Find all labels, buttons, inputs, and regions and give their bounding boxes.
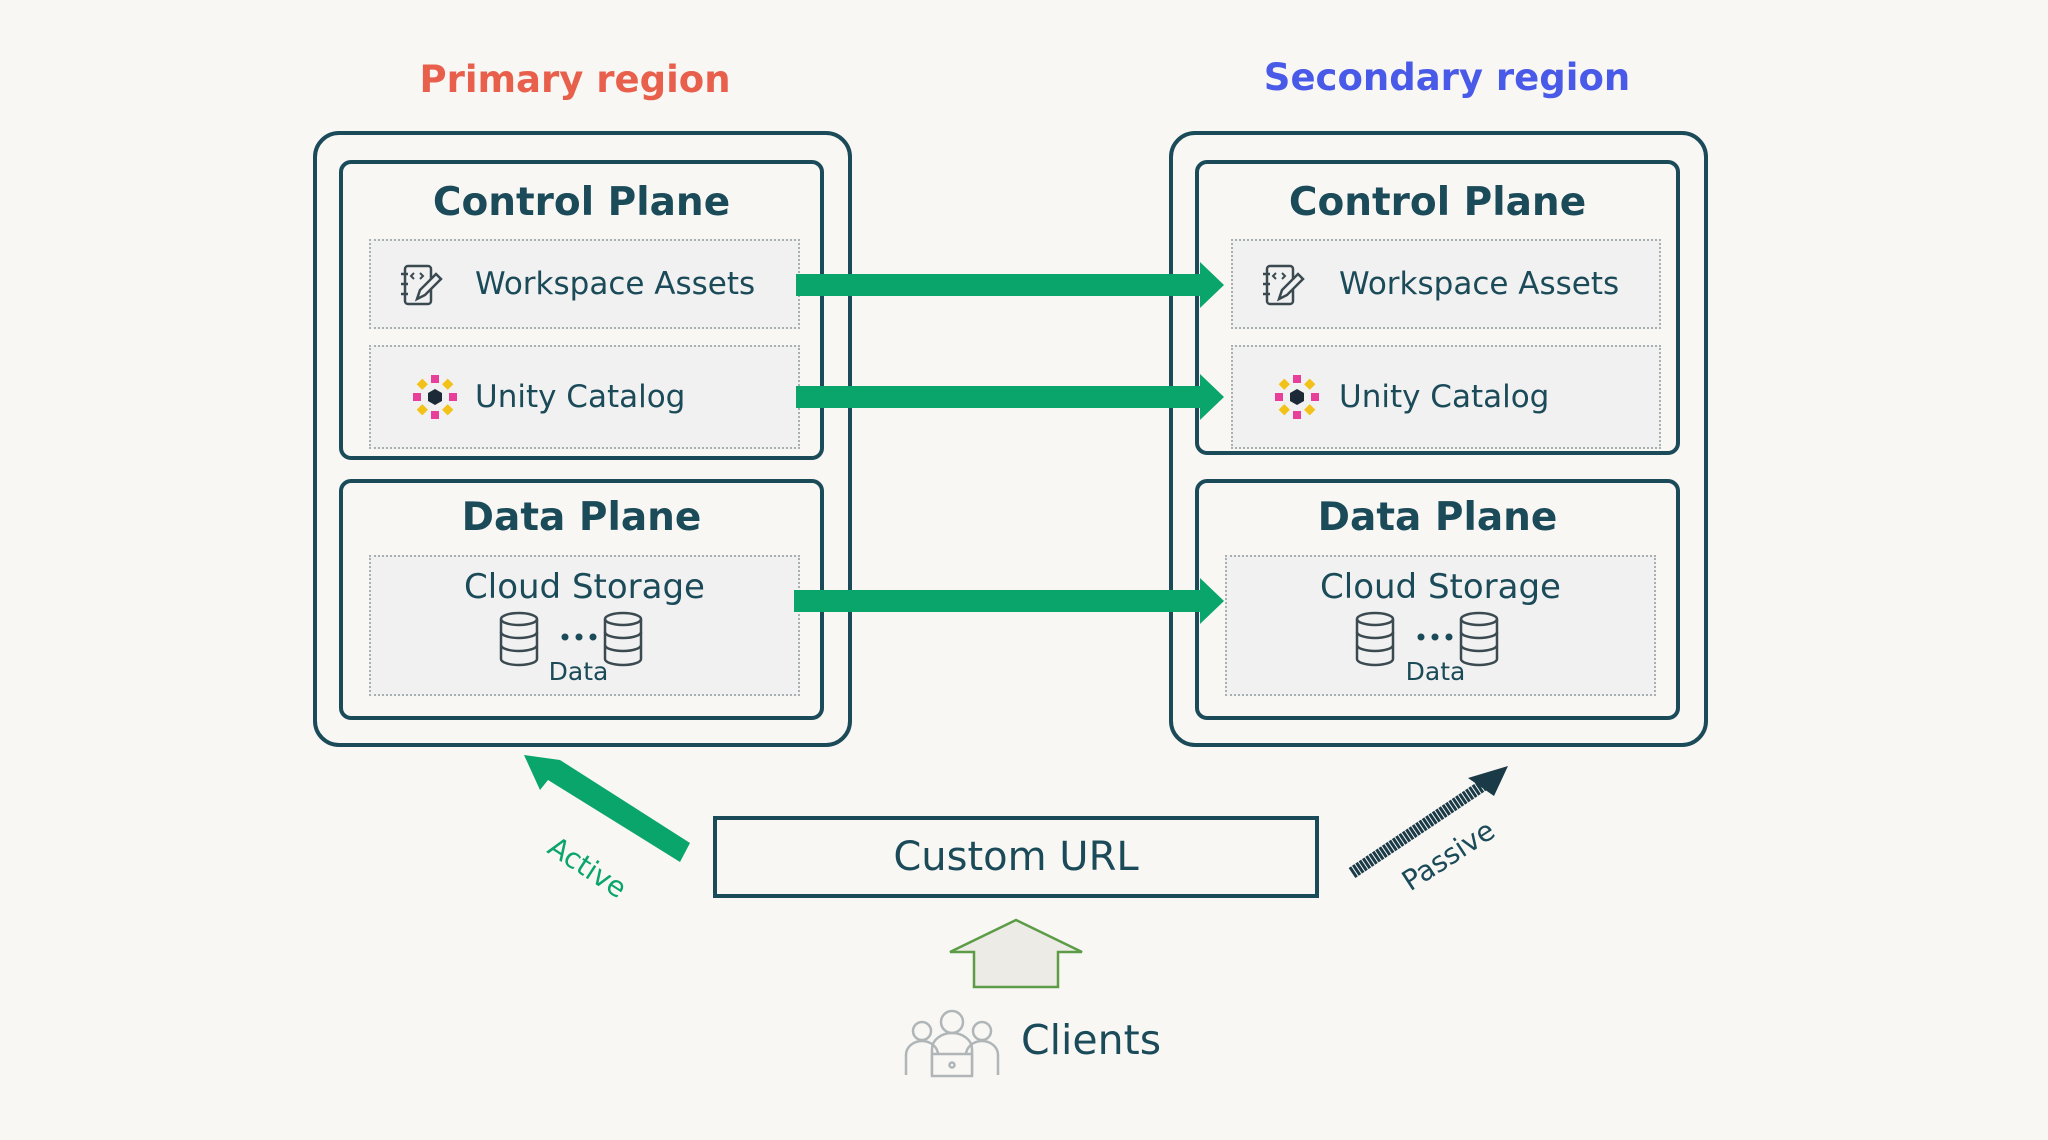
primary-data-plane: Data Plane Cloud Storage [339,479,824,720]
primary-workspace-assets: Workspace Assets [369,239,800,329]
primary-data-label: Data [548,657,609,686]
primary-region [313,131,852,747]
unity-catalog-icon [411,373,459,425]
secondary-cloud-storage: Cloud Storage [1225,555,1656,696]
notebook-icon [397,261,445,313]
secondary-unity-catalog: Unity Catalog [1231,345,1661,449]
clients-icon [904,1009,1000,1078]
secondary-control-plane: Control Plane Workspace Assets [1195,160,1680,455]
passive-arrow [1348,766,1508,878]
secondary-workspace-assets: Workspace Assets [1231,239,1661,329]
secondary-data-plane: Data Plane Cloud Storage [1195,479,1680,720]
custom-url-label: Custom URL [893,834,1139,880]
up-arrow-icon [949,918,1083,989]
secondary-unity-catalog-label: Unity Catalog [1339,379,1550,415]
database-icon [603,611,643,667]
replication-arrow-catalog [796,374,1224,420]
secondary-data-plane-title: Data Plane [1317,495,1558,540]
secondary-workspace-assets-label: Workspace Assets [1339,266,1620,302]
primary-unity-catalog-label: Unity Catalog [475,379,686,415]
active-arrow [524,755,690,862]
primary-control-plane: Control Plane Workspace Assets [339,160,824,460]
secondary-data-label: Data [1405,657,1466,686]
secondary-region-title: Secondary region [1263,56,1631,99]
secondary-database-group [1355,611,1515,675]
database-icon [499,611,539,667]
replication-arrow-storage [794,578,1224,624]
primary-unity-catalog: Unity Catalog [369,345,800,449]
unity-catalog-icon [1273,373,1321,425]
database-icon [1355,611,1395,667]
primary-database-group [499,611,659,675]
secondary-storage-label: Cloud Storage [1320,567,1561,607]
primary-storage-label: Cloud Storage [464,567,705,607]
database-icon [1459,611,1499,667]
secondary-region [1169,131,1708,747]
primary-region-title: Primary region [419,58,731,101]
ellipsis-icon [561,633,597,641]
primary-workspace-assets-label: Workspace Assets [475,266,756,302]
primary-data-plane-title: Data Plane [461,495,702,540]
replication-arrow-workspace [796,262,1224,308]
primary-control-plane-title: Control Plane [432,180,731,225]
primary-cloud-storage: Cloud Storage [369,555,800,696]
ellipsis-icon [1417,633,1453,641]
secondary-control-plane-title: Control Plane [1288,180,1587,225]
clients-label: Clients [1021,1016,1162,1064]
custom-url-box: Custom URL [713,816,1319,898]
notebook-icon [1259,261,1307,313]
